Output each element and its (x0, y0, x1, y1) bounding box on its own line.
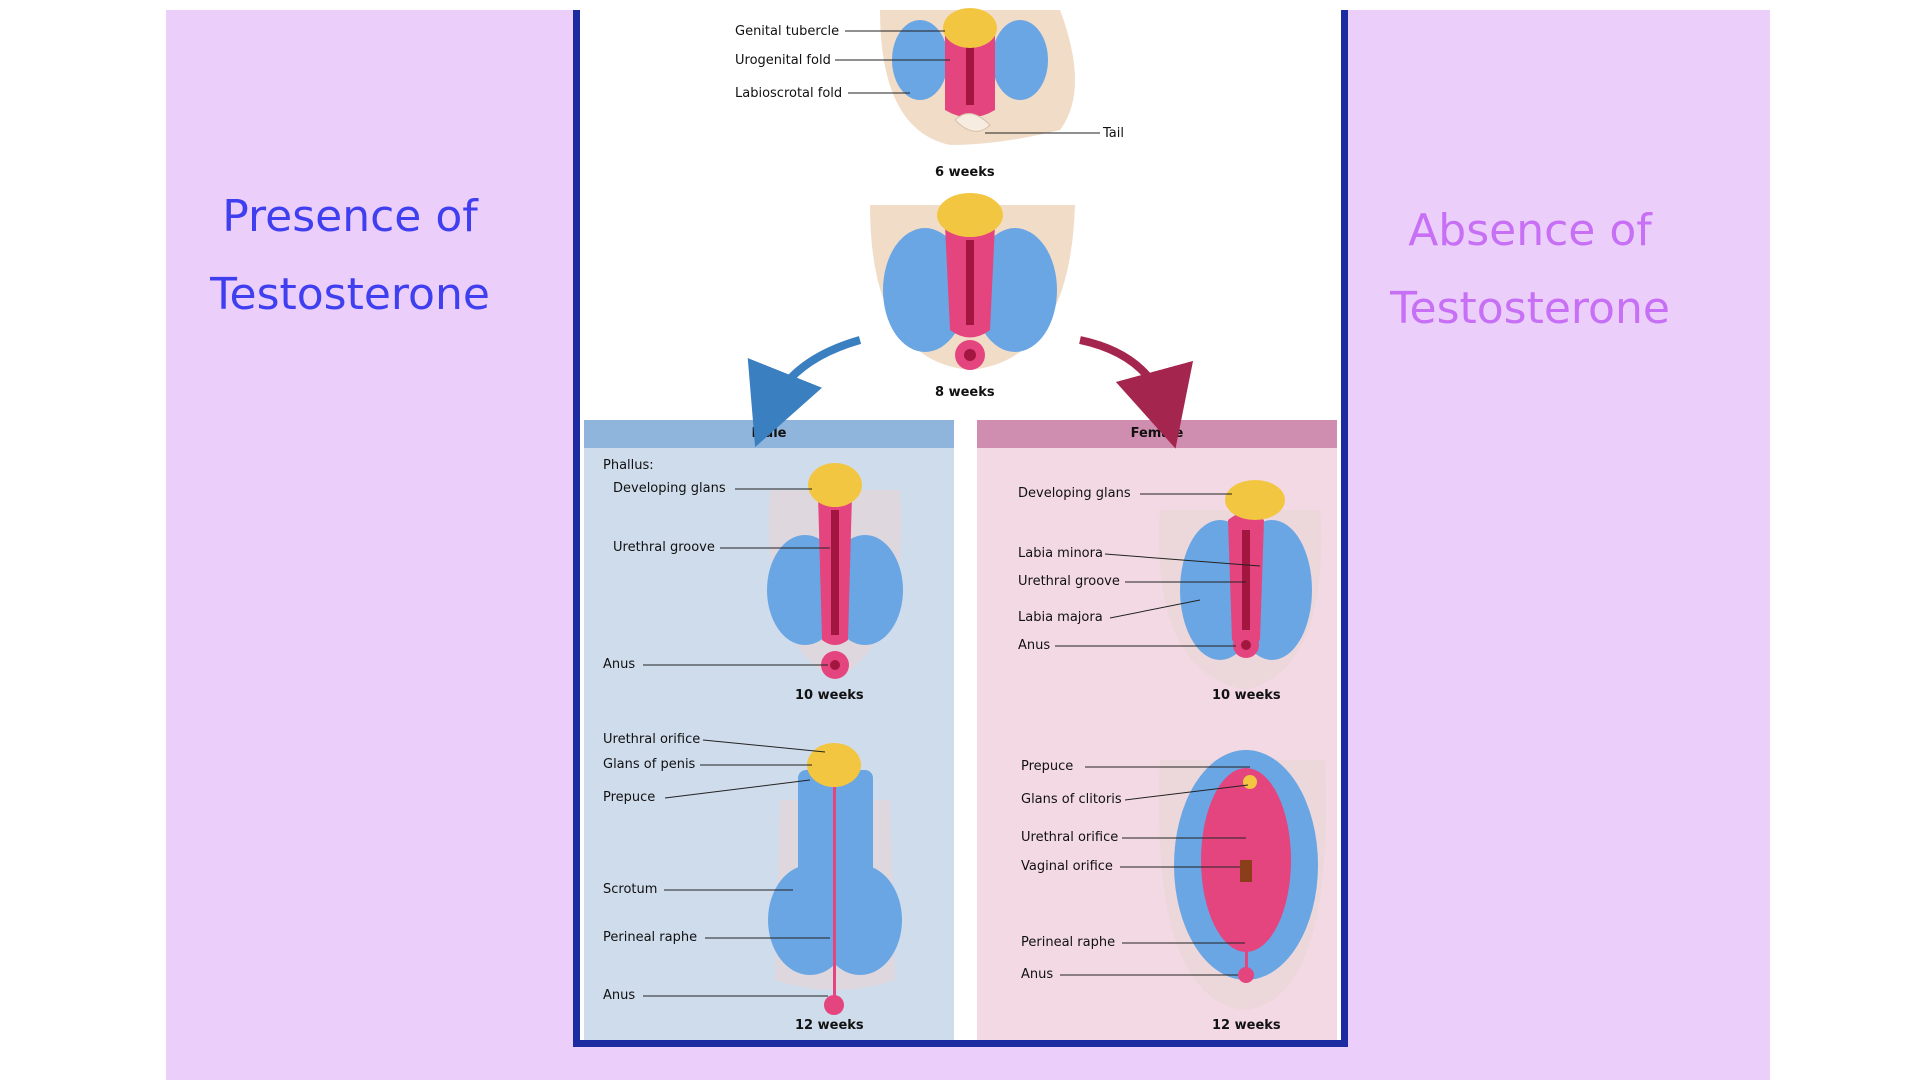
label-glans-of-clitoris: Glans of clitoris (1021, 792, 1122, 807)
label-urogenital-fold: Urogenital fold (735, 53, 831, 68)
caption-female-12-weeks: 12 weeks (1212, 1018, 1281, 1033)
caption-8-weeks: 8 weeks (935, 385, 995, 400)
label-glans-of-penis: Glans of penis (603, 757, 696, 772)
right-line2: Testosterone (1390, 283, 1670, 334)
caption-male-12-weeks: 12 weeks (795, 1018, 864, 1033)
label-phallus: Phallus: (603, 458, 654, 473)
female-arrow (1079, 336, 1194, 449)
label-female-anus-12: Anus (1021, 967, 1054, 982)
caption-6-weeks: 6 weeks (935, 165, 995, 180)
label-labia-minora: Labia minora (1018, 546, 1103, 561)
label-male-urethral-groove: Urethral groove (613, 540, 715, 555)
caption-male-10-weeks: 10 weeks (795, 688, 864, 703)
label-female-urethral-orifice: Urethral orifice (1021, 830, 1119, 845)
left-line1: Presence of (222, 191, 478, 242)
label-genital-tubercle: Genital tubercle (735, 24, 840, 39)
female-ten-week-figure (1159, 480, 1322, 690)
label-male-urethral-orifice: Urethral orifice (603, 732, 701, 747)
label-male-prepuce: Prepuce (603, 790, 656, 805)
label-female-urethral-groove: Urethral groove (1018, 574, 1120, 589)
label-male-perineal-raphe: Perineal raphe (603, 930, 698, 945)
label-male-developing-glans: Developing glans (613, 481, 726, 496)
six-week-embryo-figure (880, 8, 1075, 145)
label-female-anus-10: Anus (1018, 638, 1051, 653)
female-twelve-week-figure (1159, 750, 1326, 1010)
male-twelve-week-figure (768, 743, 902, 1015)
label-female-prepuce: Prepuce (1021, 759, 1074, 774)
male-arrow (747, 336, 862, 448)
label-scrotum: Scrotum (603, 882, 658, 897)
label-labia-majora: Labia majora (1018, 610, 1103, 625)
label-female-developing-glans: Developing glans (1018, 486, 1131, 501)
male-ten-week-figure (767, 463, 903, 680)
label-male-anus-10: Anus (603, 657, 636, 672)
absence-of-testosterone-text: Absence of Testosterone (1380, 192, 1680, 348)
presence-of-testosterone-text: Presence of Testosterone (200, 178, 500, 334)
label-male-anus-12: Anus (603, 988, 636, 1003)
label-labioscrotal-fold: Labioscrotal fold (735, 86, 843, 101)
right-line1: Absence of (1408, 205, 1652, 256)
label-tail: Tail (1103, 126, 1124, 141)
left-line2: Testosterone (210, 269, 490, 320)
label-vaginal-orifice: Vaginal orifice (1021, 859, 1113, 874)
eight-week-embryo-figure (870, 193, 1075, 370)
label-female-perineal-raphe: Perineal raphe (1021, 935, 1116, 950)
leader-lines (643, 30, 1261, 997)
caption-female-10-weeks: 10 weeks (1212, 688, 1281, 703)
